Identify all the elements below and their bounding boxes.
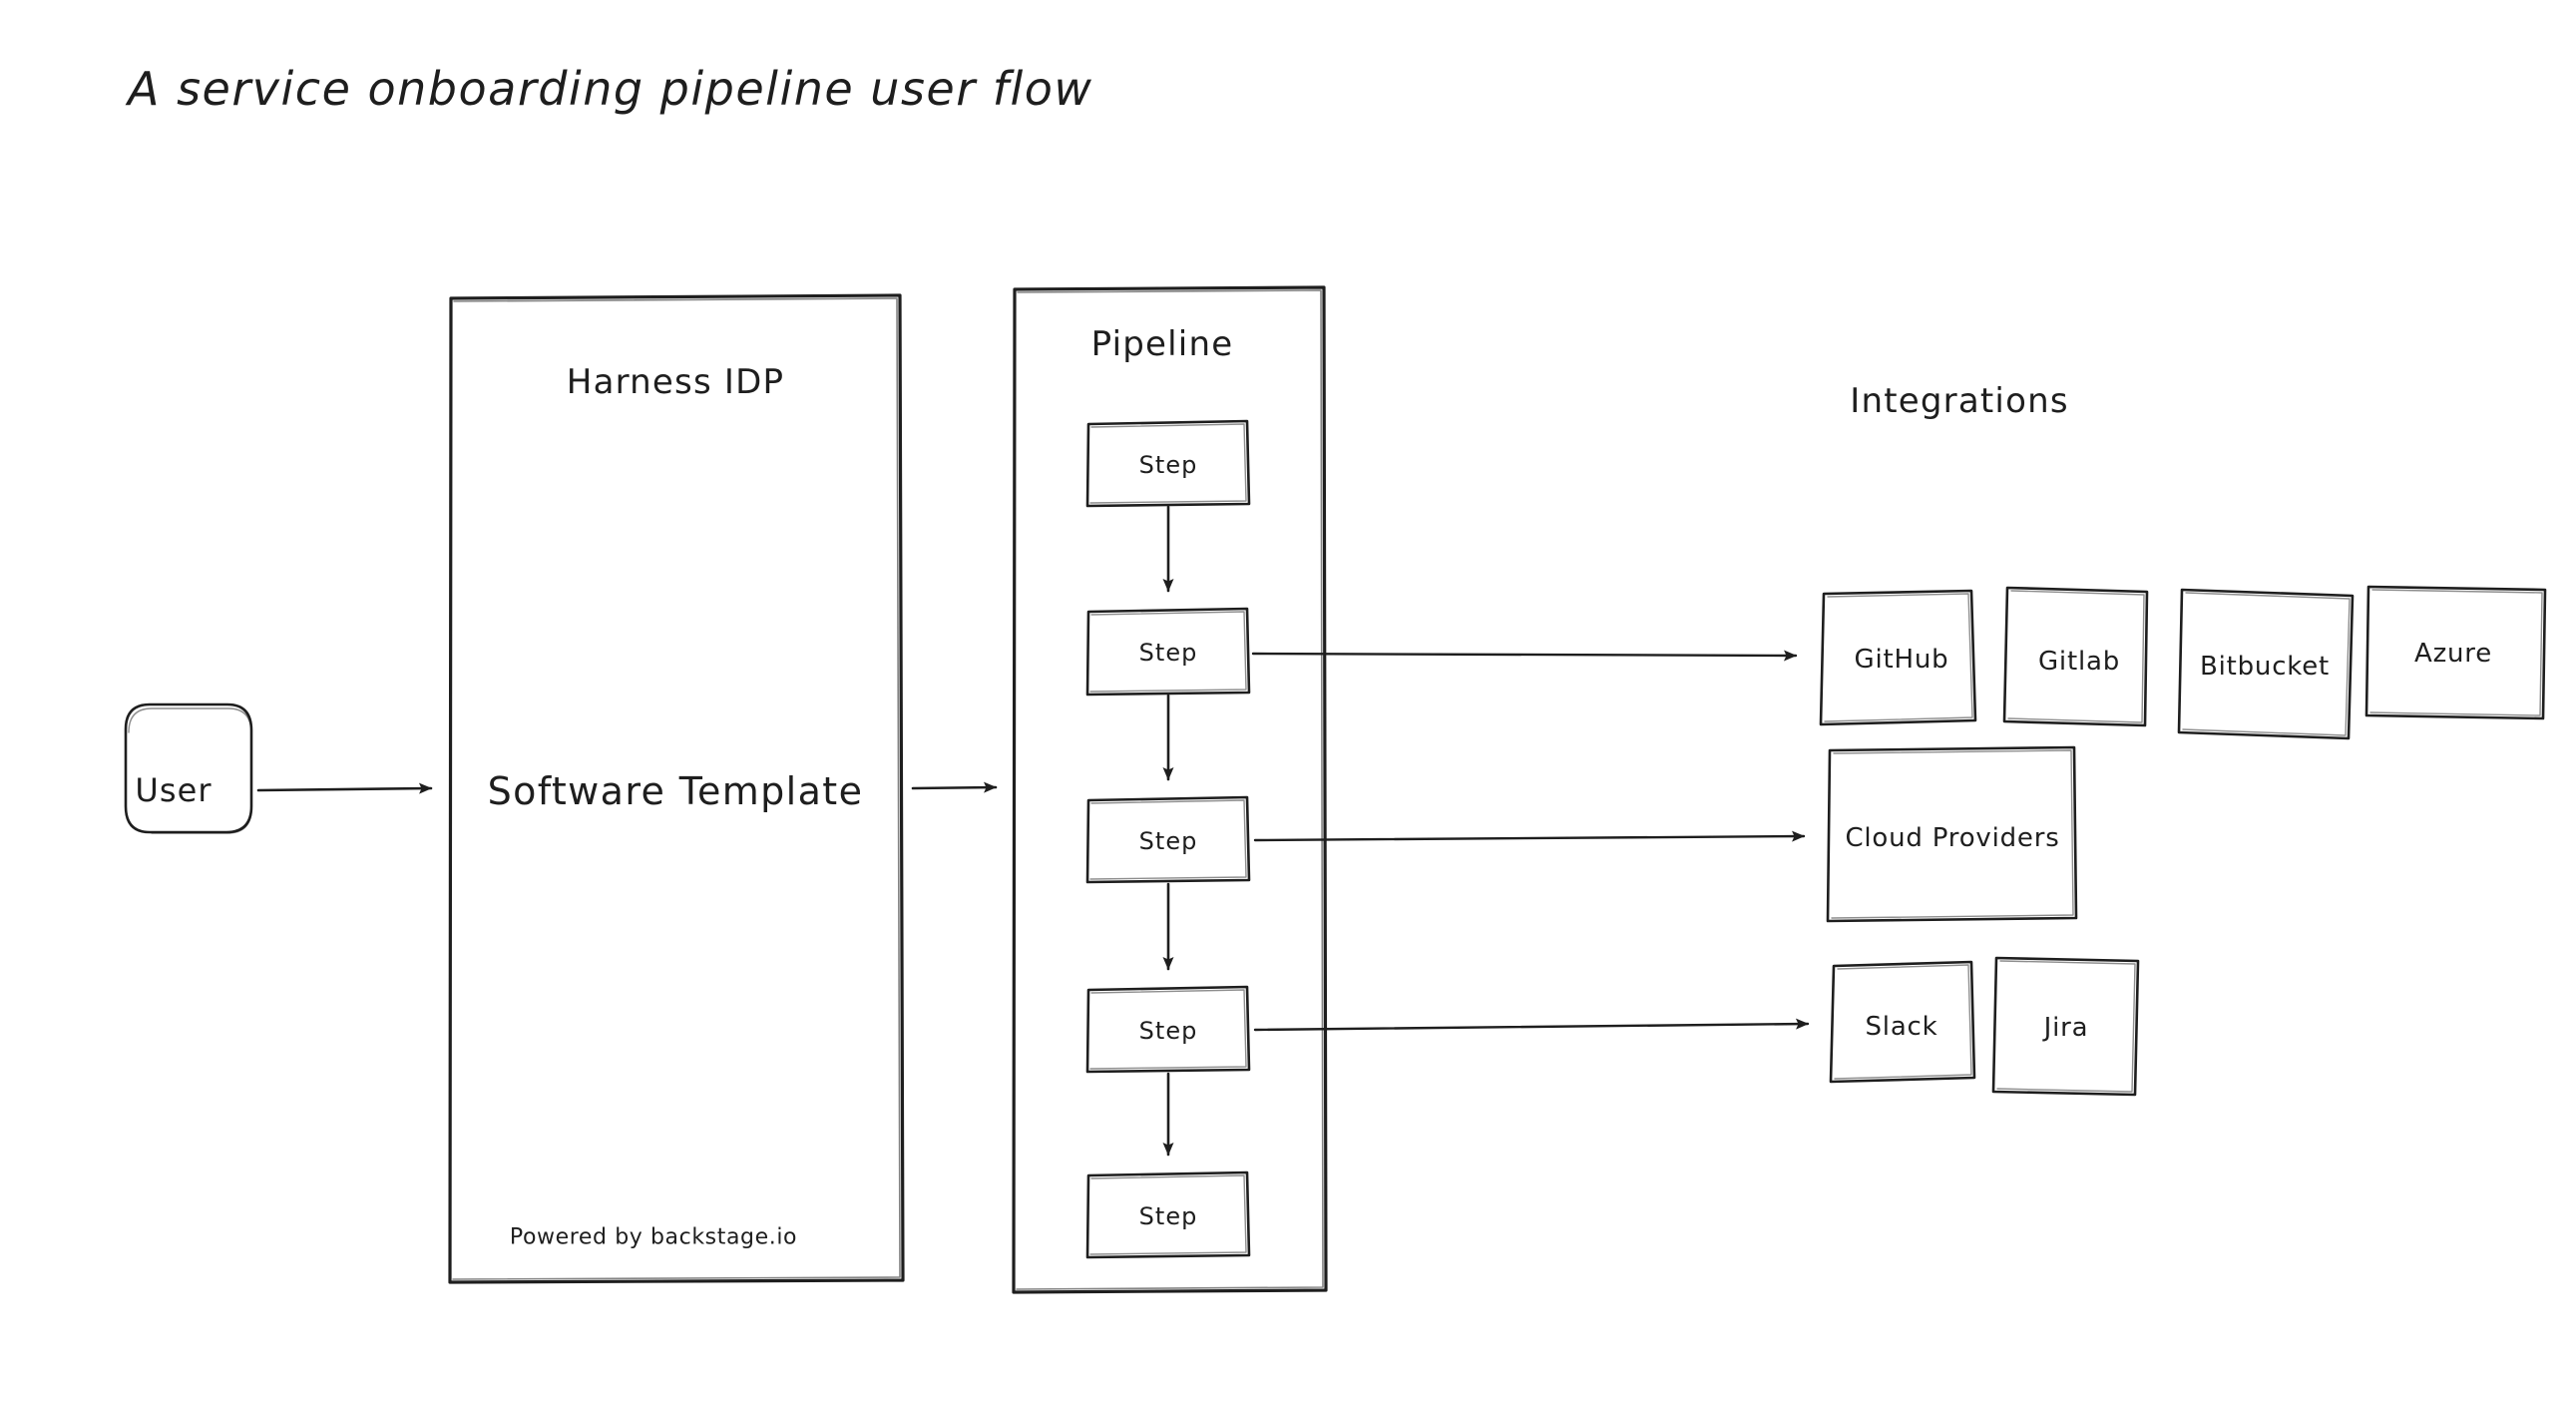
pipeline-step-label-1: Step [1138, 451, 1198, 479]
harness-idp-container[interactable] [448, 293, 905, 1284]
pipeline-step-box-2[interactable] [1085, 607, 1251, 697]
integration-box-slack[interactable] [1829, 960, 1976, 1084]
pipeline-step-box-1[interactable] [1085, 419, 1251, 508]
software-template-label: Software Template [487, 769, 864, 813]
pipeline-step-box-3[interactable] [1085, 795, 1251, 884]
user-node-label: User [135, 771, 213, 809]
integration-label-azure: Azure [2413, 639, 2493, 669]
integration-box-jira[interactable] [1991, 956, 2140, 1097]
pipeline-container[interactable] [1012, 285, 1328, 1294]
pipeline-step-box-5[interactable] [1085, 1170, 1251, 1259]
integration-label-github: GitHub [1854, 645, 1949, 675]
connector-step3-to-cloud-providers [1253, 830, 1806, 842]
connector-step2-to-scm [1251, 650, 1798, 662]
pipeline-step-label-5: Step [1138, 1202, 1198, 1230]
integration-label-slack: Slack [1865, 1012, 1938, 1042]
pipeline-step-box-4[interactable] [1085, 985, 1251, 1074]
integration-box-github[interactable] [1819, 589, 1977, 726]
page-title: A service onboarding pipeline user flow [128, 62, 1093, 116]
integration-box-cloud-providers[interactable] [1826, 745, 2078, 923]
pipeline-step-label-3: Step [1138, 827, 1198, 855]
integration-box-gitlab[interactable] [1013, 0, 2149, 727]
pipeline-step-label-2: Step [1138, 639, 1198, 667]
connector-step4-to-slack [1253, 1018, 1810, 1032]
integration-box-bitbucket[interactable] [2177, 588, 2355, 740]
connector-idp-to-pipeline [911, 781, 998, 793]
pipeline-step-label-4: Step [1138, 1017, 1198, 1045]
integration-label-bitbucket: Bitbucket [2199, 652, 2331, 682]
user-node[interactable] [124, 702, 253, 834]
integration-label-jira: Jira [2043, 1013, 2089, 1043]
pipeline-title: Pipeline [1090, 324, 1234, 364]
integration-label-cloud-providers: Cloud Providers [1845, 823, 2060, 853]
harness-idp-title: Harness IDP [566, 362, 785, 402]
integrations-title: Integrations [1850, 381, 2069, 421]
integration-label-gitlab: Gitlab [2037, 647, 2121, 677]
powered-by-backstage-footnote: Powered by backstage.io [509, 1224, 798, 1250]
connector-user-to-idp [256, 782, 433, 794]
integration-box-azure[interactable] [2364, 585, 2547, 720]
